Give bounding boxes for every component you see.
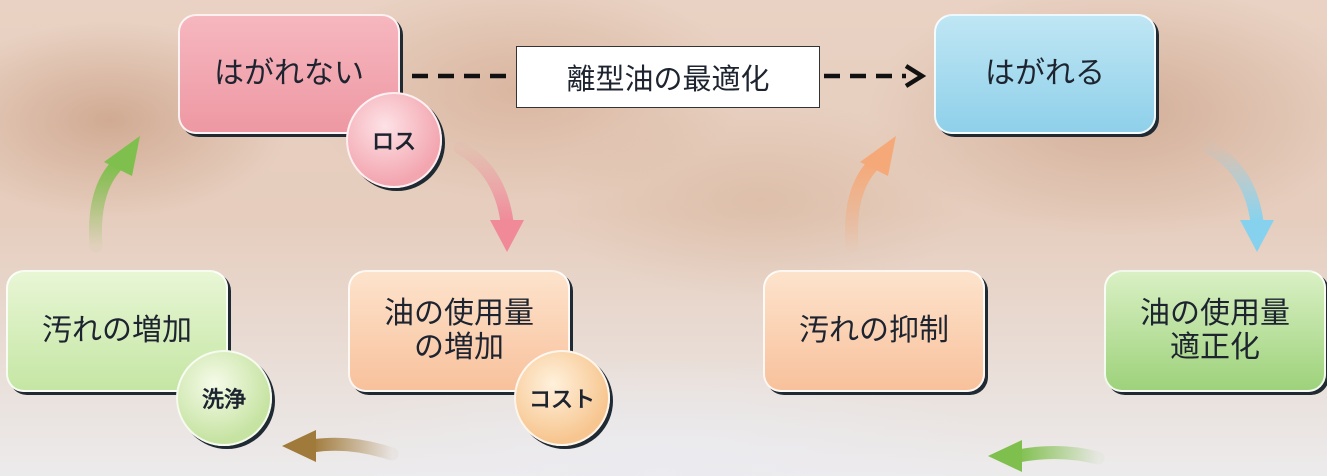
arrow-pink bbox=[453, 141, 514, 229]
node-dirt-increase: 汚れの増加 bbox=[6, 270, 228, 392]
arrow-pink-head bbox=[490, 220, 524, 252]
node-oil-optimal-label: 油の使用量 適正化 bbox=[1140, 296, 1290, 365]
node-dirt-suppress: 汚れの抑制 bbox=[763, 270, 985, 392]
arrow-orange-up bbox=[845, 157, 881, 253]
node-peel: はがれる bbox=[934, 14, 1156, 134]
badge-loss-label: ロス bbox=[371, 130, 416, 155]
arrow-green-bottom bbox=[1011, 445, 1105, 465]
arrow-green-up bbox=[89, 157, 125, 253]
badge-cost: コスト bbox=[514, 350, 610, 446]
arrow-brown bbox=[305, 437, 399, 461]
badge-wash: 洗浄 bbox=[176, 350, 272, 446]
arrow-brown-head bbox=[282, 430, 316, 462]
node-dirt-suppress-label: 汚れの抑制 bbox=[799, 313, 949, 348]
node-no-peel-label: はがれない bbox=[214, 56, 364, 91]
arrow-blue bbox=[1203, 141, 1264, 229]
arrow-blue-head bbox=[1240, 220, 1274, 252]
badge-loss: ロス bbox=[346, 92, 442, 188]
center-label: 離型油の最適化 bbox=[566, 62, 770, 96]
badge-cost-label: コスト bbox=[528, 388, 595, 413]
arrow-green-up-head bbox=[104, 136, 140, 176]
node-oil-increase-label: 油の使用量 の増加 bbox=[384, 296, 534, 365]
arrow-green-bottom-head bbox=[988, 440, 1022, 472]
node-peel-label: はがれる bbox=[985, 56, 1105, 91]
center-label-box: 離型油の最適化 bbox=[516, 46, 820, 108]
node-dirt-increase-label: 汚れの増加 bbox=[42, 313, 192, 348]
badge-wash-label: 洗浄 bbox=[201, 388, 246, 413]
node-oil-optimal: 油の使用量 適正化 bbox=[1104, 270, 1326, 392]
dashed-arrowhead bbox=[904, 64, 927, 88]
arrow-orange-up-head bbox=[860, 136, 896, 176]
